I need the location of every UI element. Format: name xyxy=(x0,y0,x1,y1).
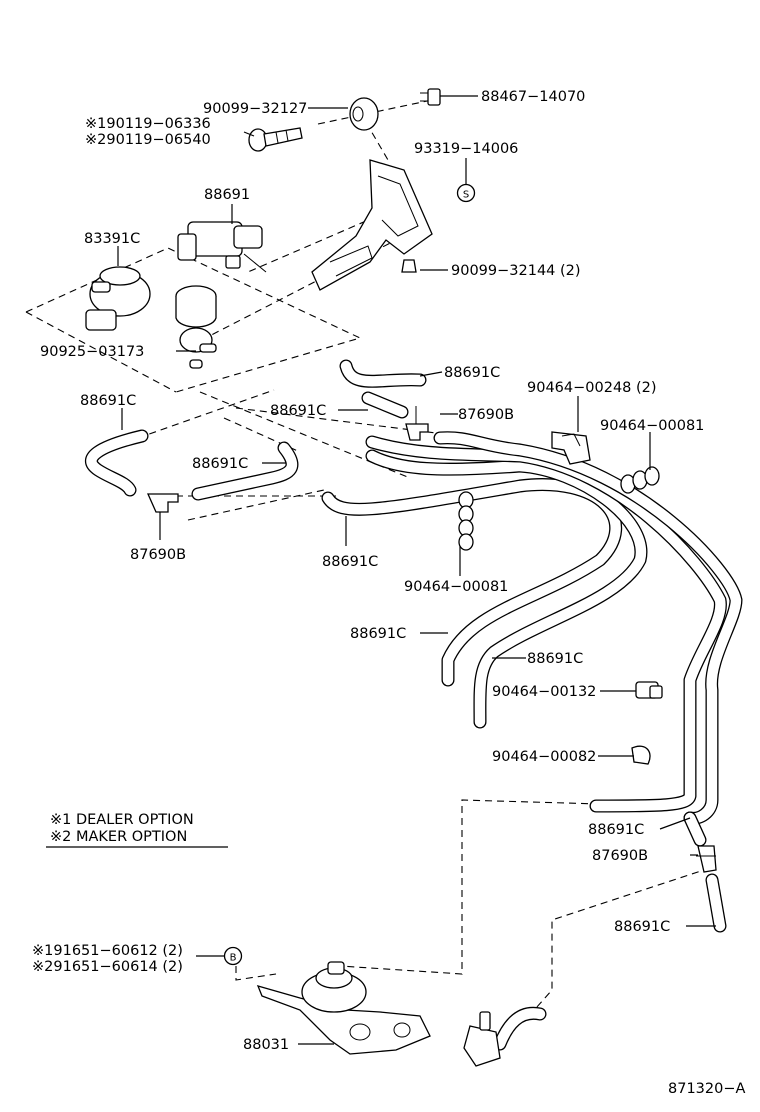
grommet-90099-32127 xyxy=(349,97,379,131)
label-90099-32144: 90099−32144 (2) xyxy=(451,263,581,279)
hose-88691c-canister xyxy=(493,1006,547,1051)
label-90099-32127: 90099−32127 xyxy=(203,101,307,117)
label-88691c-curve2: 88691C xyxy=(527,651,583,667)
label-90925-03173: 90925−03173 xyxy=(40,344,144,360)
label-93319-14006: 93319−14006 xyxy=(414,141,518,157)
hose-88691c-short xyxy=(361,391,409,419)
sheet-id: 871320−A xyxy=(668,1081,746,1097)
screw-90099-32144 xyxy=(401,259,417,273)
clamp-90464-00248 xyxy=(551,431,591,465)
connector-87690b-lower xyxy=(696,845,717,873)
label-87690b-upper: 87690B xyxy=(458,407,514,423)
clamp-90464-00132 xyxy=(635,681,663,699)
clamps-90464-00081-center xyxy=(458,491,474,551)
b-symbol-text: B xyxy=(230,953,237,964)
leader-lines xyxy=(117,95,716,1045)
s-symbol: S xyxy=(456,183,476,203)
label-190119-06336: ※190119−06336 xyxy=(85,116,211,132)
label-291651-60614: ※291651−60614 (2) xyxy=(32,959,183,975)
label-191651-60612: ※191651−60612 (2) xyxy=(32,943,183,959)
label-88691c-bundle: 88691C xyxy=(322,554,378,570)
label-88691c-lower: 88691C xyxy=(588,822,644,838)
label-88691c-mid: 88691C xyxy=(192,456,248,472)
label-88691c-curve1: 88691C xyxy=(350,626,406,642)
clip-88467-14070 xyxy=(420,88,441,106)
label-90464-00132: 90464−00132 xyxy=(492,684,596,700)
label-88691c-upper: 88691C xyxy=(444,365,500,381)
hose-88691c-upper xyxy=(339,359,427,388)
label-88031: 88031 xyxy=(243,1037,289,1053)
callout-labels: 90099−32127 88467−14070 ※190119−06336 ※2… xyxy=(32,89,746,1097)
label-88691c-bottom: 88691C xyxy=(614,919,670,935)
option-legend: ※1 DEALER OPTION ※2 MAKER OPTION xyxy=(46,812,228,848)
label-90464-00248: 90464−00248 (2) xyxy=(527,380,657,396)
canister-fitting xyxy=(463,1011,501,1067)
hose-88691c-left-u xyxy=(85,429,149,497)
valve-88031 xyxy=(256,961,431,1055)
label-88691c-left: 88691C xyxy=(80,393,136,409)
bolt-190119 xyxy=(248,127,303,152)
clamps-90464-00081-right xyxy=(620,466,660,494)
b-symbol: B xyxy=(223,946,243,966)
hose-88691c-bottom xyxy=(705,873,727,933)
label-88467-14070: 88467−14070 xyxy=(481,89,585,105)
label-88691c-short: 88691C xyxy=(270,403,326,419)
label-83391c: 83391C xyxy=(84,231,140,247)
label-90464-00081-center: 90464−00081 xyxy=(404,579,508,595)
vsv-88691 xyxy=(177,221,267,273)
sensor-83391c xyxy=(85,266,151,331)
bracket xyxy=(311,159,433,291)
label-87690b-lower: 87690B xyxy=(592,848,648,864)
hose-group xyxy=(85,359,743,1051)
clamp-90464-00082 xyxy=(631,745,651,765)
hose-88691c-mid xyxy=(191,441,299,501)
s-symbol-text: S xyxy=(463,190,469,201)
hose-88691c-lower-short xyxy=(683,811,707,847)
label-87690b-left: 87690B xyxy=(130,547,186,563)
connector-87690b-upper xyxy=(405,406,429,441)
label-88691: 88691 xyxy=(204,187,250,203)
valve-90925 xyxy=(175,285,217,369)
legend-maker-option: ※2 MAKER OPTION xyxy=(50,829,187,845)
label-90464-00081-right: 90464−00081 xyxy=(600,418,704,434)
legend-dealer-option: ※1 DEALER OPTION xyxy=(50,812,194,828)
hose-bundle-long xyxy=(321,431,743,825)
connector-87690b-left xyxy=(146,493,179,513)
label-290119-06540: ※290119−06540 xyxy=(85,132,211,148)
label-90464-00082: 90464−00082 xyxy=(492,749,596,765)
